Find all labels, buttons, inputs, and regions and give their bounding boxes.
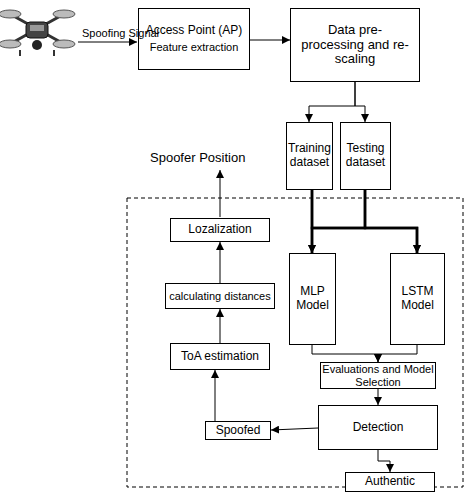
drone-arm <box>10 14 64 44</box>
process-box: Spoofed <box>205 421 271 440</box>
process-box: calculating distances <box>165 283 275 309</box>
drone-body <box>26 22 48 38</box>
drone-rotor <box>0 40 21 48</box>
process-box: Authentic <box>345 472 435 492</box>
box-text: Data pre-processing and re-scaling <box>299 23 411 68</box>
output-arrow <box>220 170 221 217</box>
box-text: Testing dataset <box>342 142 389 170</box>
connector-arrow <box>355 82 365 122</box>
connector-arrow <box>220 242 221 283</box>
annotation-label: Spoofing Signal <box>82 27 159 39</box>
process-box: Lozalization <box>170 218 270 242</box>
connector-arrow <box>250 40 290 41</box>
connector-arrow <box>365 190 417 253</box>
connector-arrow <box>312 345 378 362</box>
box-text: Feature extraction <box>150 41 239 54</box>
drone-body-detail <box>30 25 44 31</box>
box-text: Authentic <box>365 475 415 489</box>
dashed-boundary <box>127 198 463 487</box>
box-text: Spoofed <box>216 424 261 438</box>
connector-arrow <box>215 370 216 421</box>
connector-arrow <box>378 345 417 362</box>
box-text: Training dataset <box>288 142 331 170</box>
process-box: Detection <box>318 405 438 450</box>
drone-rotor <box>53 10 75 18</box>
drone-leg <box>19 50 21 56</box>
connector-arrow <box>220 309 221 343</box>
connector-arrow <box>378 450 390 472</box>
process-box: Data pre-processing and re-scaling <box>290 8 420 82</box>
process-box: MLP Model <box>289 253 336 345</box>
process-box: LSTM Model <box>390 253 445 345</box>
box-text: Detection <box>353 421 404 435</box>
process-box: Evaluations and Model Selection <box>320 362 436 389</box>
drone-rotor <box>0 10 21 18</box>
drone-illustration <box>0 10 75 56</box>
connector-arrow <box>309 82 355 122</box>
drone-arm <box>10 14 64 44</box>
drone-leg <box>53 50 55 56</box>
box-text: Access Point (AP) <box>146 24 243 38</box>
connector-arrow <box>271 428 318 430</box>
box-text: LSTM Model <box>392 285 443 313</box>
box-text: MLP Model <box>291 285 334 313</box>
drone-camera <box>32 40 42 50</box>
connector-arrow <box>378 389 379 405</box>
connector-arrow <box>312 190 417 253</box>
box-text: calculating distances <box>169 290 271 303</box>
drone-rotor <box>53 40 75 48</box>
process-box: Training dataset <box>286 122 333 190</box>
signal-arrow <box>78 42 137 43</box>
connector-arrow <box>312 190 365 253</box>
process-box: ToA estimation <box>170 343 270 370</box>
box-text: Lozalization <box>188 223 251 237</box>
annotation-label: Spoofer Position <box>150 151 245 165</box>
box-text: Evaluations and Model Selection <box>322 363 434 388</box>
process-box: Testing dataset <box>340 122 391 190</box>
box-text: ToA estimation <box>181 350 259 364</box>
